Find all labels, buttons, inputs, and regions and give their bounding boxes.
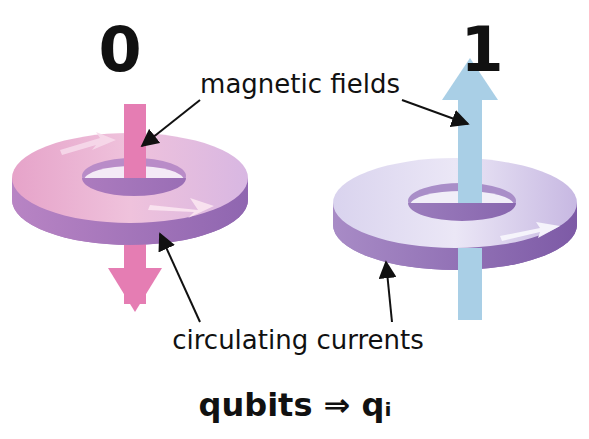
current-loop-1 <box>333 158 577 270</box>
state-label: 0 <box>98 16 141 84</box>
current-loop-1-front <box>333 203 577 320</box>
state-label: 1 <box>460 16 503 84</box>
callout-label: circulating currents <box>172 326 424 355</box>
caption-label: qubits ⇒ qᵢ <box>199 388 392 423</box>
current-loop-0-front <box>12 132 248 245</box>
magnetic-field-arrow-up <box>442 58 498 320</box>
leader-lines <box>142 100 468 322</box>
callout-label: magnetic fields <box>200 70 400 99</box>
